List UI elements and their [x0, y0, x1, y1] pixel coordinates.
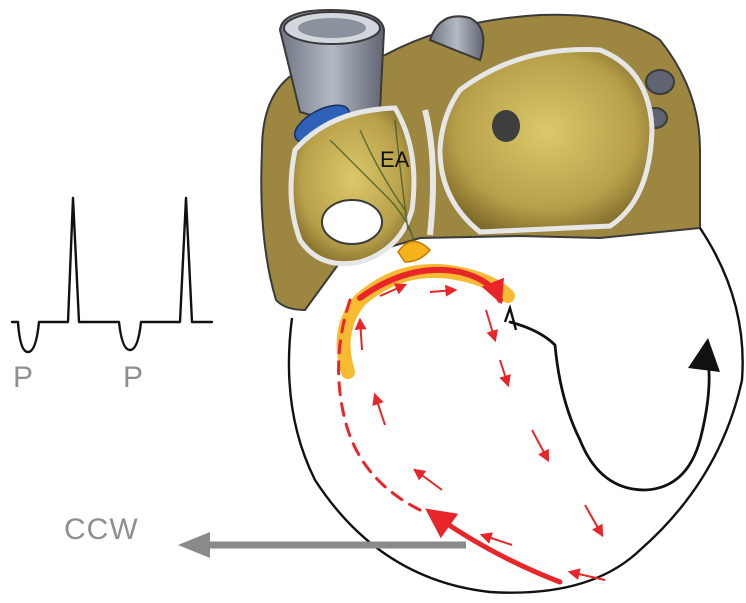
reentry-arrow-1: [486, 310, 495, 340]
reentry-arrow-4: [585, 505, 602, 535]
reentry-circuit: [339, 270, 605, 582]
coronary-sinus: [322, 200, 382, 244]
ecg-trace: [12, 198, 212, 352]
la-orifice: [492, 110, 520, 142]
vessel-lumen: [298, 18, 366, 38]
reentry-arrow-7: [415, 470, 442, 490]
rotation-arrow: [178, 532, 466, 558]
reentry-arrow-11: [430, 290, 455, 292]
p-wave-label-2: P: [123, 363, 143, 393]
reentry-arrow-3: [532, 430, 548, 460]
ecg-strip: [12, 198, 212, 352]
septal-arrow-icon: [688, 338, 720, 372]
pulmonary-vein-1: [646, 70, 674, 94]
av-node: [398, 241, 430, 262]
heart-atria: [261, 10, 700, 310]
ventricle-outline: [289, 228, 743, 593]
septal-notch: [505, 308, 516, 330]
rotation-arrow-head-icon: [178, 532, 210, 558]
ea-label: EA: [380, 149, 409, 171]
reentry-arrow-2: [500, 360, 508, 385]
p-wave-label-1: P: [13, 363, 33, 393]
activation-glow: [344, 271, 508, 372]
septal-outline: [510, 322, 709, 490]
reentry-arrow-6: [482, 535, 512, 545]
reentry-arrow-8: [375, 395, 385, 425]
rotation-label: CCW: [64, 515, 139, 545]
reentry-arrow-9: [360, 320, 362, 350]
